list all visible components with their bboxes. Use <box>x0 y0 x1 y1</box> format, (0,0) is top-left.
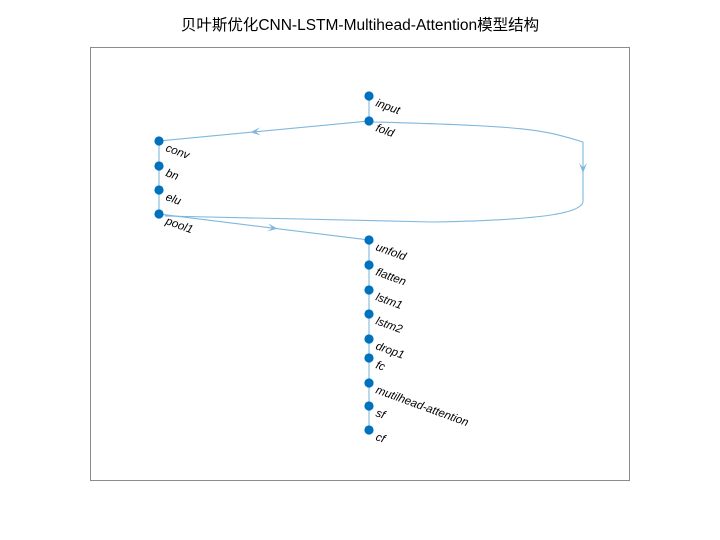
axes-frame <box>90 47 630 481</box>
page-title: 贝叶斯优化CNN-LSTM-Multihead-Attention模型结构 <box>180 17 540 34</box>
